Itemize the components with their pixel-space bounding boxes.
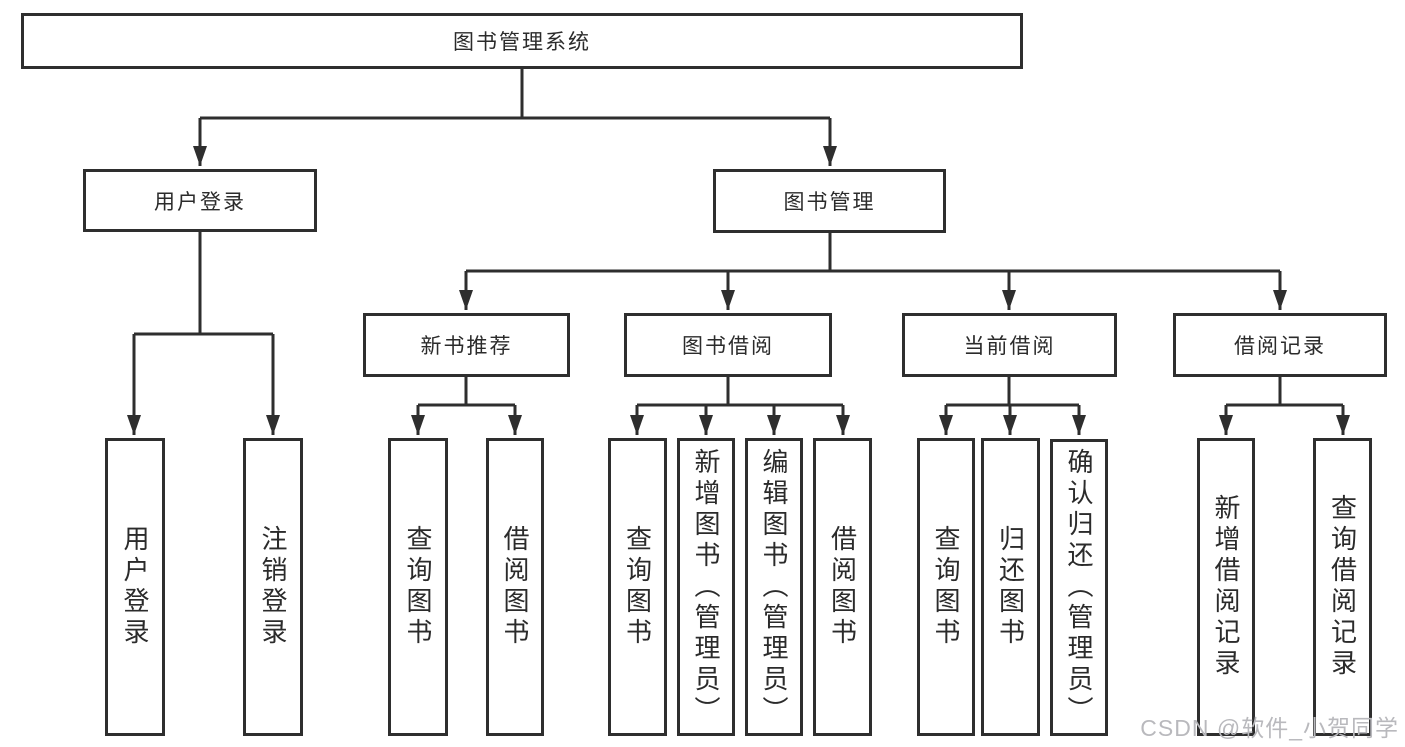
leaf-borrow-books-2-label: 借阅图书	[827, 525, 858, 649]
leaf-add-borrow-record-label: 新增借阅记录	[1211, 494, 1241, 680]
leaf-return-books: 归还图书	[981, 438, 1040, 736]
node-book-management: 图书管理	[713, 169, 946, 233]
leaf-user-login-label: 用户登录	[120, 525, 150, 649]
connector-borrowing-records-trunk	[1226, 377, 1343, 407]
node-new-book-recommend-label: 新书推荐	[420, 335, 513, 358]
leaf-add-borrow-record: 新增借阅记录	[1197, 438, 1255, 736]
leaf-query-borrow-record: 查询借阅记录	[1313, 438, 1372, 736]
node-user-login: 用户登录	[83, 169, 317, 232]
leaf-add-book-admin-label: 新增图书（管理员）	[691, 447, 721, 727]
node-book-management-label: 图书管理	[783, 191, 876, 214]
node-current-borrowing: 当前借阅	[902, 313, 1117, 377]
leaf-query-books-3-label: 查询图书	[931, 525, 961, 649]
leaf-confirm-return-admin-label: 确认归还（管理员）	[1064, 448, 1094, 727]
watermark: CSDN @软件_小贺同学	[1140, 715, 1399, 741]
connector-new-book-trunk	[418, 377, 515, 407]
node-book-borrowing: 图书借阅	[624, 313, 832, 377]
leaf-query-books-1-label: 查询图书	[403, 525, 433, 649]
leaf-edit-book-admin-label: 编辑图书（管理员）	[759, 447, 789, 727]
leaf-query-books-2: 查询图书	[608, 438, 667, 736]
leaf-add-book-admin: 新增图书（管理员）	[677, 438, 735, 736]
leaf-borrow-books-1-label: 借阅图书	[500, 525, 530, 649]
node-new-book-recommend: 新书推荐	[363, 313, 570, 377]
connector-user-login-trunk	[134, 231, 273, 336]
node-library-system: 图书管理系统	[21, 13, 1023, 69]
leaf-query-books-1: 查询图书	[388, 438, 448, 736]
node-user-login-label: 用户登录	[154, 190, 246, 214]
leaf-query-books-2-label: 查询图书	[622, 525, 653, 649]
node-library-system-label: 图书管理系统	[453, 31, 591, 54]
leaf-return-books-label: 归还图书	[995, 525, 1026, 649]
connector-current-borrowing-trunk	[946, 377, 1079, 407]
leaf-borrow-books-1: 借阅图书	[486, 438, 544, 736]
leaf-logout-label: 注销登录	[258, 525, 288, 649]
node-current-borrowing-label: 当前借阅	[963, 335, 1056, 358]
connector-root-trunk	[200, 68, 830, 120]
leaf-edit-book-admin: 编辑图书（管理员）	[745, 438, 803, 736]
leaf-borrow-books-2: 借阅图书	[813, 438, 872, 736]
node-book-borrowing-label: 图书借阅	[682, 335, 774, 358]
leaf-query-books-3: 查询图书	[917, 438, 975, 736]
leaf-logout: 注销登录	[243, 438, 303, 736]
node-borrowing-records-label: 借阅记录	[1234, 335, 1326, 358]
leaf-query-borrow-record-label: 查询借阅记录	[1327, 494, 1358, 680]
connector-book-management-trunk	[466, 233, 1280, 273]
connector-book-borrowing-trunk	[637, 377, 843, 407]
node-borrowing-records: 借阅记录	[1173, 313, 1387, 377]
leaf-user-login: 用户登录	[105, 438, 165, 736]
leaf-confirm-return-admin: 确认归还（管理员）	[1050, 439, 1108, 736]
